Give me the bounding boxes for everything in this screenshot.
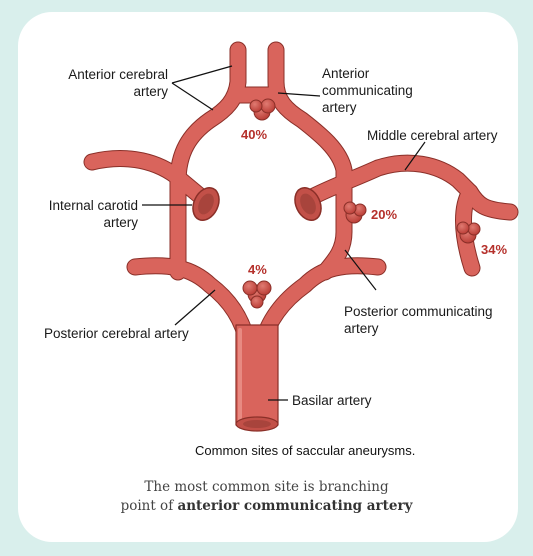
label-internal-carotid-1: Internal carotid (49, 198, 138, 213)
percent-internal-carotid: 20% (371, 207, 397, 222)
percent-basilar-tip: 4% (248, 262, 267, 277)
footer-line-2-prefix: point of (121, 498, 178, 514)
label-anterior-communicating-2: communicating (322, 83, 413, 98)
label-anterior-cerebral-1: Anterior cerebral (68, 67, 168, 82)
label-anterior-communicating-3: artery (322, 100, 357, 115)
label-basilar: Basilar artery (292, 393, 372, 408)
footer-line-2: point of anterior communicating artery (0, 497, 533, 516)
percent-anterior-communicating: 40% (241, 127, 267, 142)
label-internal-carotid-2: artery (103, 215, 138, 230)
footer-note: The most common site is branching point … (0, 478, 533, 516)
label-posterior-communicating-2: artery (344, 321, 379, 336)
internal-carotid-cut-ends (188, 184, 326, 225)
label-posterior-cerebral: Posterior cerebral artery (44, 326, 189, 341)
vessel-network (92, 50, 510, 431)
label-anterior-communicating-1: Anterior (322, 66, 370, 81)
figure-caption: Common sites of saccular aneurysms. (195, 443, 415, 458)
label-anterior-cerebral-2: artery (133, 84, 168, 99)
footer-emphasis: anterior communicating artery (177, 498, 412, 514)
label-middle-cerebral: Middle cerebral artery (367, 128, 498, 143)
footer-line-1: The most common site is branching (0, 478, 533, 497)
aneurysm-anterior-communicating (250, 99, 275, 120)
label-posterior-communicating-1: Posterior communicating (344, 304, 493, 319)
aneurysm-basilar-tip (243, 281, 271, 308)
percent-middle-cerebral: 34% (481, 242, 507, 257)
aneurysm-internal-carotid (344, 202, 366, 223)
